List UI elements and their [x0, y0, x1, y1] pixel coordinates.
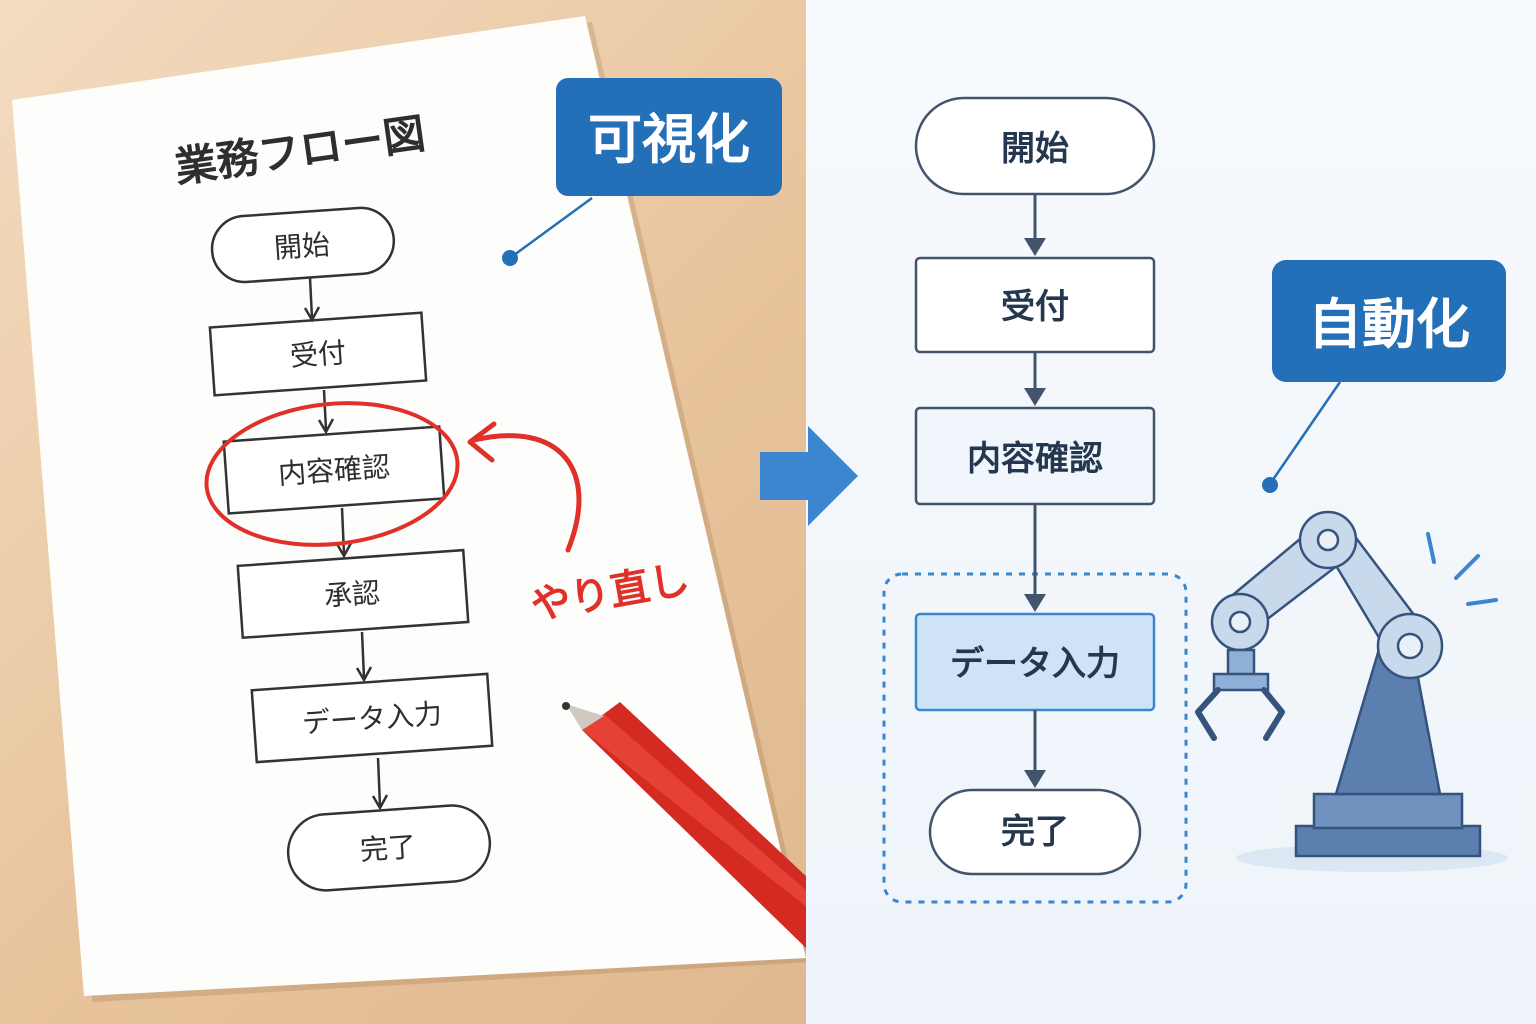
automation-badge: [1272, 260, 1506, 382]
redo-arrow-icon: [471, 433, 582, 553]
flow-node-label: 承認: [323, 576, 381, 613]
automation-badge-label: 自動化: [1308, 293, 1470, 356]
digital-node-data-entry: データ入力: [914, 612, 1156, 712]
flow-node-label: 受付: [289, 336, 347, 373]
digital-node-start: 開始: [914, 96, 1156, 196]
flow-node-label: 内容確認: [277, 450, 391, 491]
flow-arrows: [303, 277, 389, 811]
automation-connector: [1268, 381, 1342, 485]
digital-arrows: [1024, 194, 1046, 788]
flow-node-label: 完了: [359, 830, 417, 867]
redo-arrowhead-icon: [467, 421, 497, 463]
automation-connector-dot: [1262, 477, 1278, 493]
arrow-right-icon: [760, 426, 858, 526]
digital-node-reception: 受付: [914, 256, 1156, 354]
paper-canvas: 業務フロー図 開始 受付 内容確認 承認 データ入力 完了: [20, 22, 806, 1002]
red-pen-icon: [562, 702, 806, 949]
red-highlight-circle: [204, 401, 460, 547]
badge-connector-dot: [502, 250, 518, 266]
flow-node-review: 内容確認: [222, 425, 446, 515]
flow-node-label: 開始: [273, 228, 331, 265]
flow-node-start: 開始: [210, 206, 396, 284]
flow-node-data-entry: データ入力: [250, 672, 494, 764]
digital-node-label: 内容確認: [967, 439, 1103, 479]
digital-node-end: 完了: [928, 788, 1142, 876]
digital-node-label: 受付: [1001, 287, 1069, 327]
flow-node-end: 完了: [286, 804, 492, 892]
badge-connector: [509, 196, 593, 260]
digital-node-review: 内容確認: [914, 406, 1156, 506]
digital-node-label: 完了: [1001, 812, 1069, 852]
digital-node-label: 開始: [1001, 129, 1069, 169]
flow-node-reception: 受付: [208, 311, 428, 397]
flow-node-approval: 承認: [236, 548, 470, 640]
robot-arm-icon: [1195, 510, 1508, 872]
digital-node-label: データ入力: [950, 644, 1120, 684]
